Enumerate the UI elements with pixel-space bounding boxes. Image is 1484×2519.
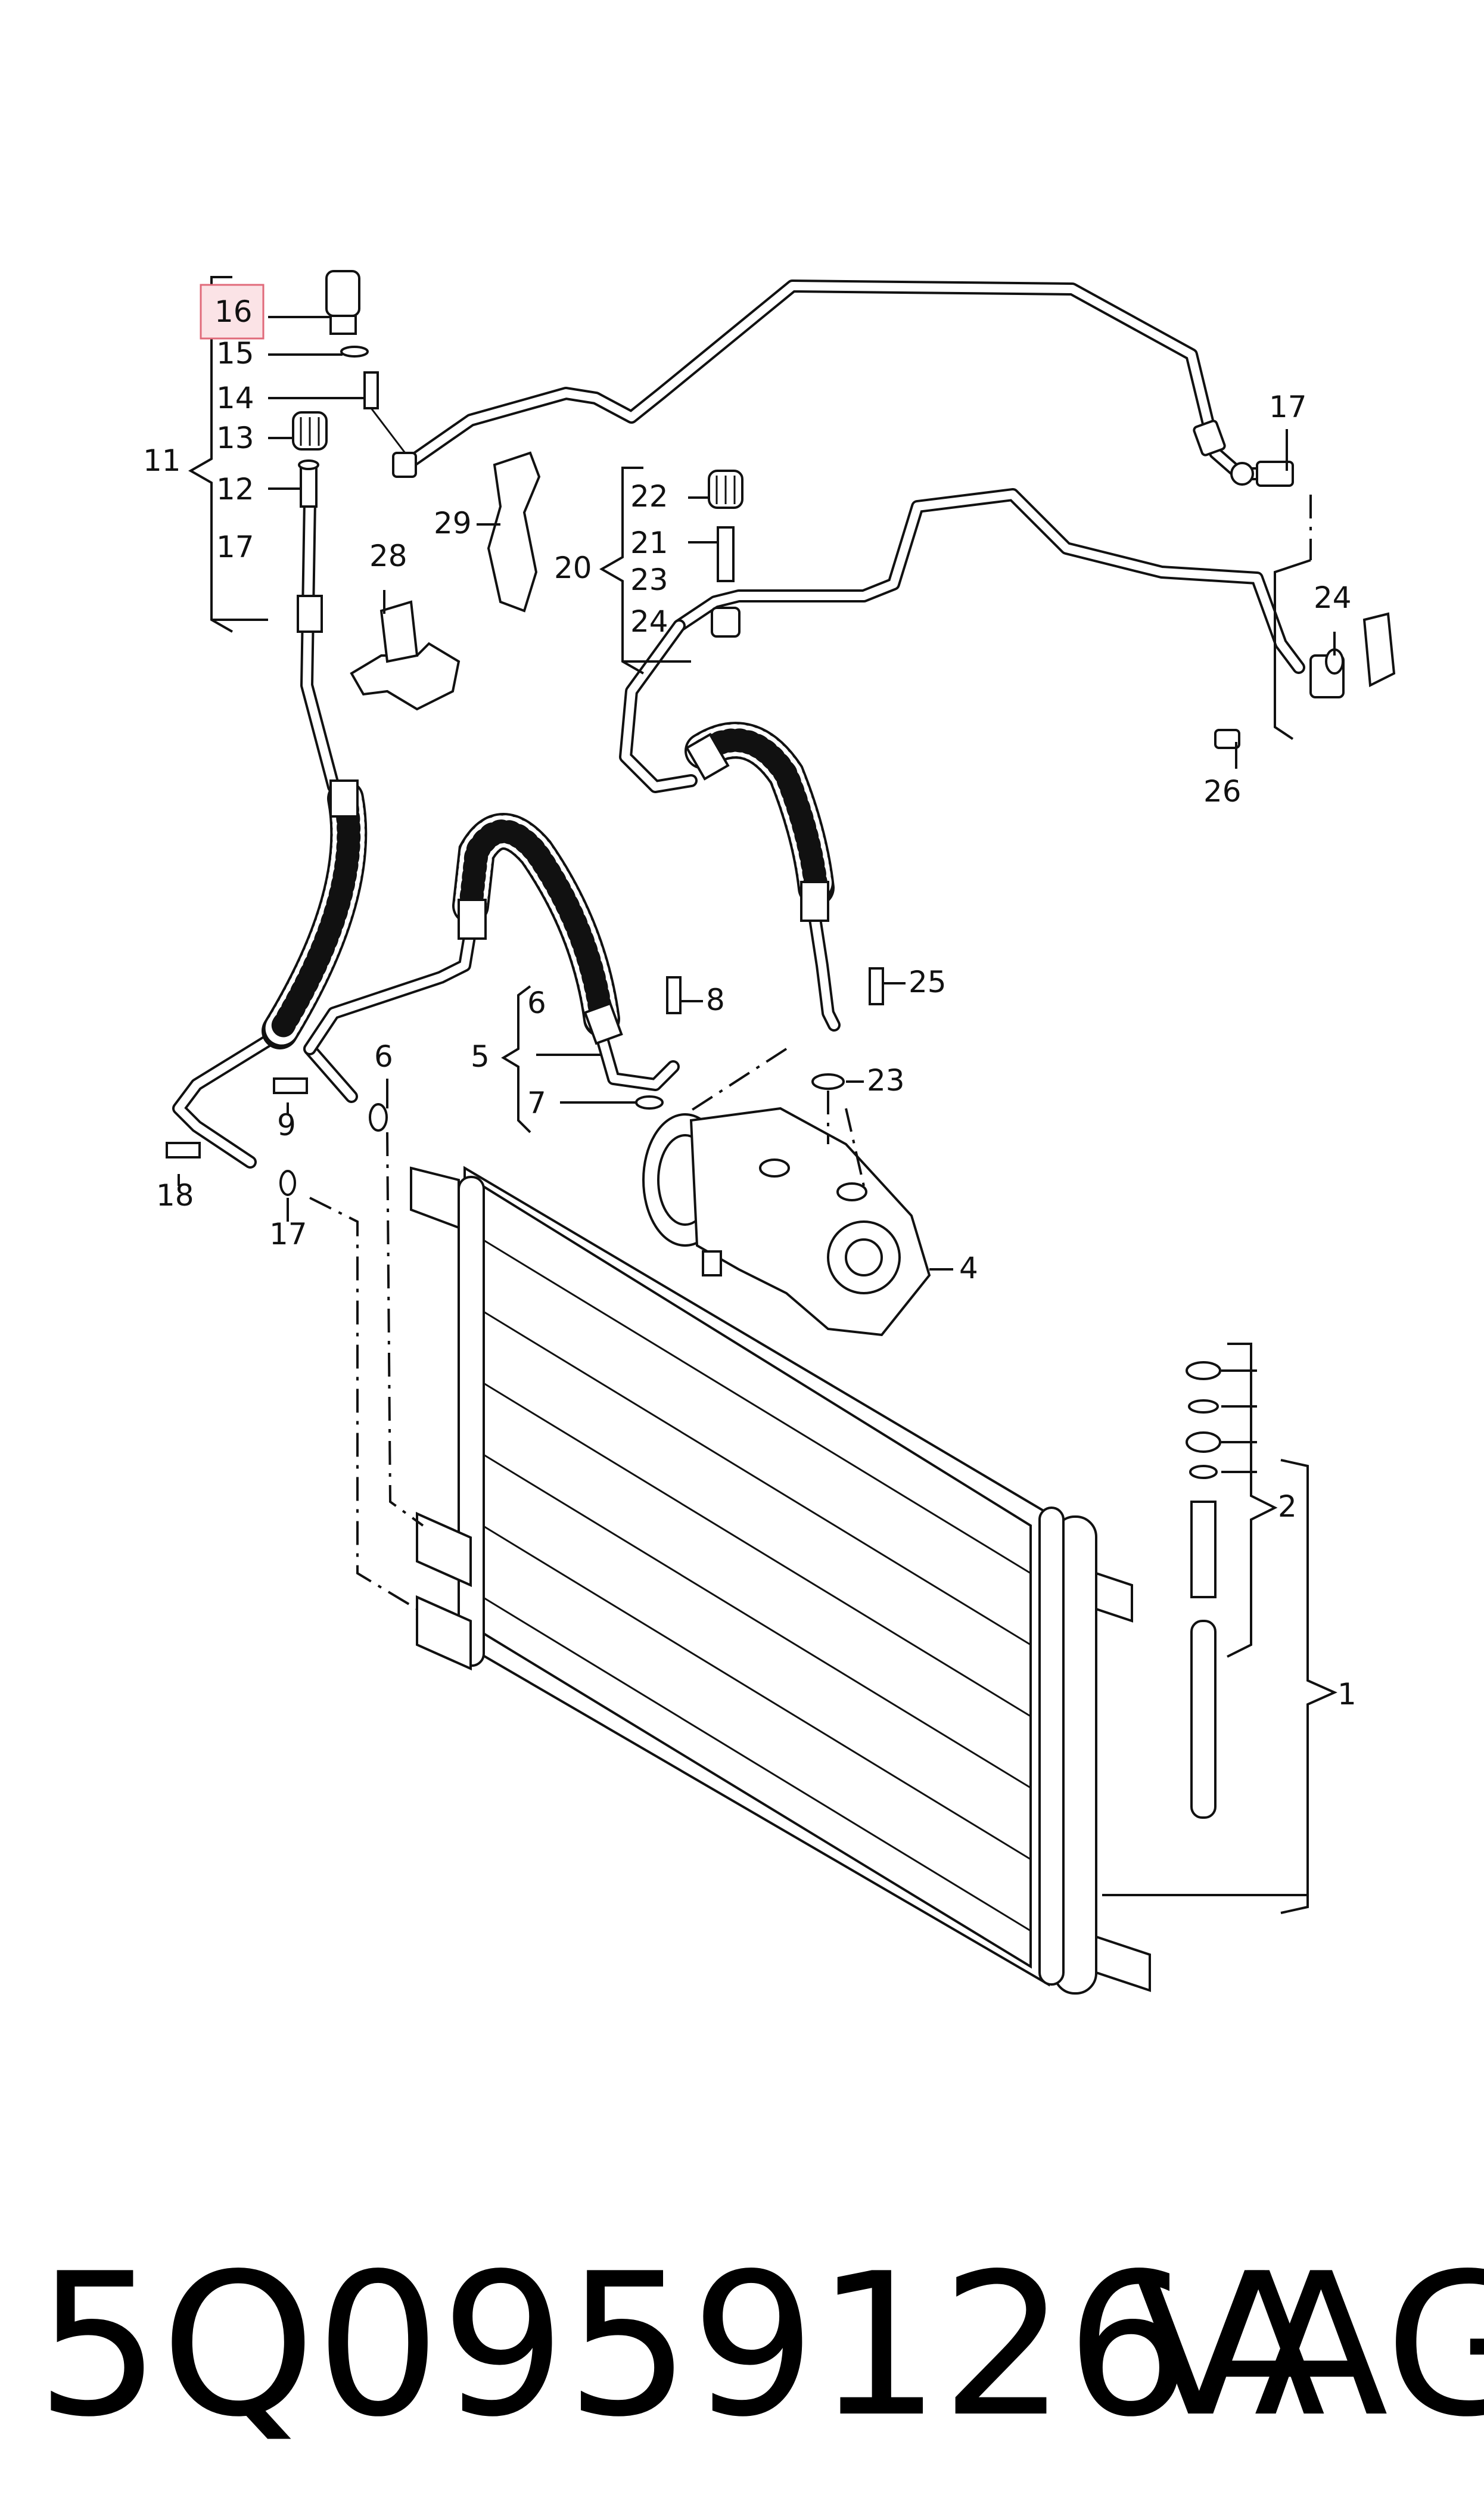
callout-8: 8 bbox=[706, 983, 725, 1017]
cap-13 bbox=[292, 411, 328, 451]
callout-20: 20 bbox=[554, 551, 592, 585]
callout-4: 4 bbox=[959, 1251, 978, 1285]
callout-17-left: 17 bbox=[216, 530, 254, 564]
callout-23-lower: 23 bbox=[867, 1063, 905, 1098]
callout-18: 18 bbox=[156, 1178, 194, 1213]
connection-block-right bbox=[1214, 462, 1396, 749]
callout-5: 5 bbox=[471, 1039, 490, 1074]
callout-24-right: 24 bbox=[1314, 580, 1352, 615]
cap-22 bbox=[708, 470, 743, 509]
pipe-fittings bbox=[297, 420, 1294, 1045]
holder-29 bbox=[487, 451, 541, 613]
compressor-4 bbox=[642, 1107, 931, 1337]
leader-lines bbox=[178, 276, 1337, 1914]
callout-16: 16 bbox=[214, 294, 253, 329]
callout-6-upper: 6 bbox=[527, 986, 546, 1020]
callout-24-top: 24 bbox=[630, 604, 668, 639]
callout-1: 1 bbox=[1337, 1677, 1357, 1712]
callout-15: 15 bbox=[216, 336, 254, 371]
callout-17-lower: 17 bbox=[269, 1217, 307, 1251]
pressure-sensor-16 bbox=[325, 270, 360, 335]
bracket-28 bbox=[350, 600, 461, 711]
callout-25: 25 bbox=[909, 965, 947, 999]
valve-insert-21 bbox=[717, 526, 735, 582]
callout-26: 26 bbox=[1203, 774, 1242, 809]
refrigerant-pipes bbox=[172, 279, 1305, 1169]
dryer-cartridge-2 bbox=[1186, 1361, 1221, 1819]
part-number: 5Q0959126A bbox=[36, 2231, 1326, 2460]
bush-24 bbox=[711, 607, 741, 638]
callout-23-top: 23 bbox=[630, 563, 668, 597]
bolts bbox=[166, 967, 884, 1158]
callout-22: 22 bbox=[630, 479, 668, 514]
highlight-box-16 bbox=[200, 284, 265, 340]
callout-29: 29 bbox=[434, 506, 472, 541]
callout-12: 12 bbox=[216, 472, 254, 507]
callout-11: 11 bbox=[143, 443, 181, 478]
footer: 5Q0959126A VAG bbox=[36, 2231, 1484, 2460]
callout-17-right: 17 bbox=[1269, 390, 1307, 424]
callout-14: 14 bbox=[216, 381, 254, 415]
callout-21: 21 bbox=[630, 526, 668, 560]
brand-name: VAG bbox=[1132, 2231, 1484, 2460]
callout-2: 2 bbox=[1278, 1489, 1297, 1524]
valve-insert-14 bbox=[363, 371, 406, 454]
valve-insert-12 bbox=[298, 459, 319, 508]
condenser-1 bbox=[410, 1166, 1151, 1995]
callout-9: 9 bbox=[277, 1108, 296, 1142]
callout-labels: 16 15 14 13 11 12 17 28 29 22 21 20 23 2… bbox=[143, 284, 1357, 1712]
callout-6-left: 6 bbox=[374, 1039, 393, 1074]
flexible-hoses bbox=[262, 722, 835, 1049]
o-ring-15 bbox=[340, 346, 369, 358]
seal-rings bbox=[279, 1073, 845, 1196]
callout-28: 28 bbox=[369, 539, 407, 573]
callout-7: 7 bbox=[527, 1086, 546, 1120]
callout-13: 13 bbox=[216, 421, 254, 455]
